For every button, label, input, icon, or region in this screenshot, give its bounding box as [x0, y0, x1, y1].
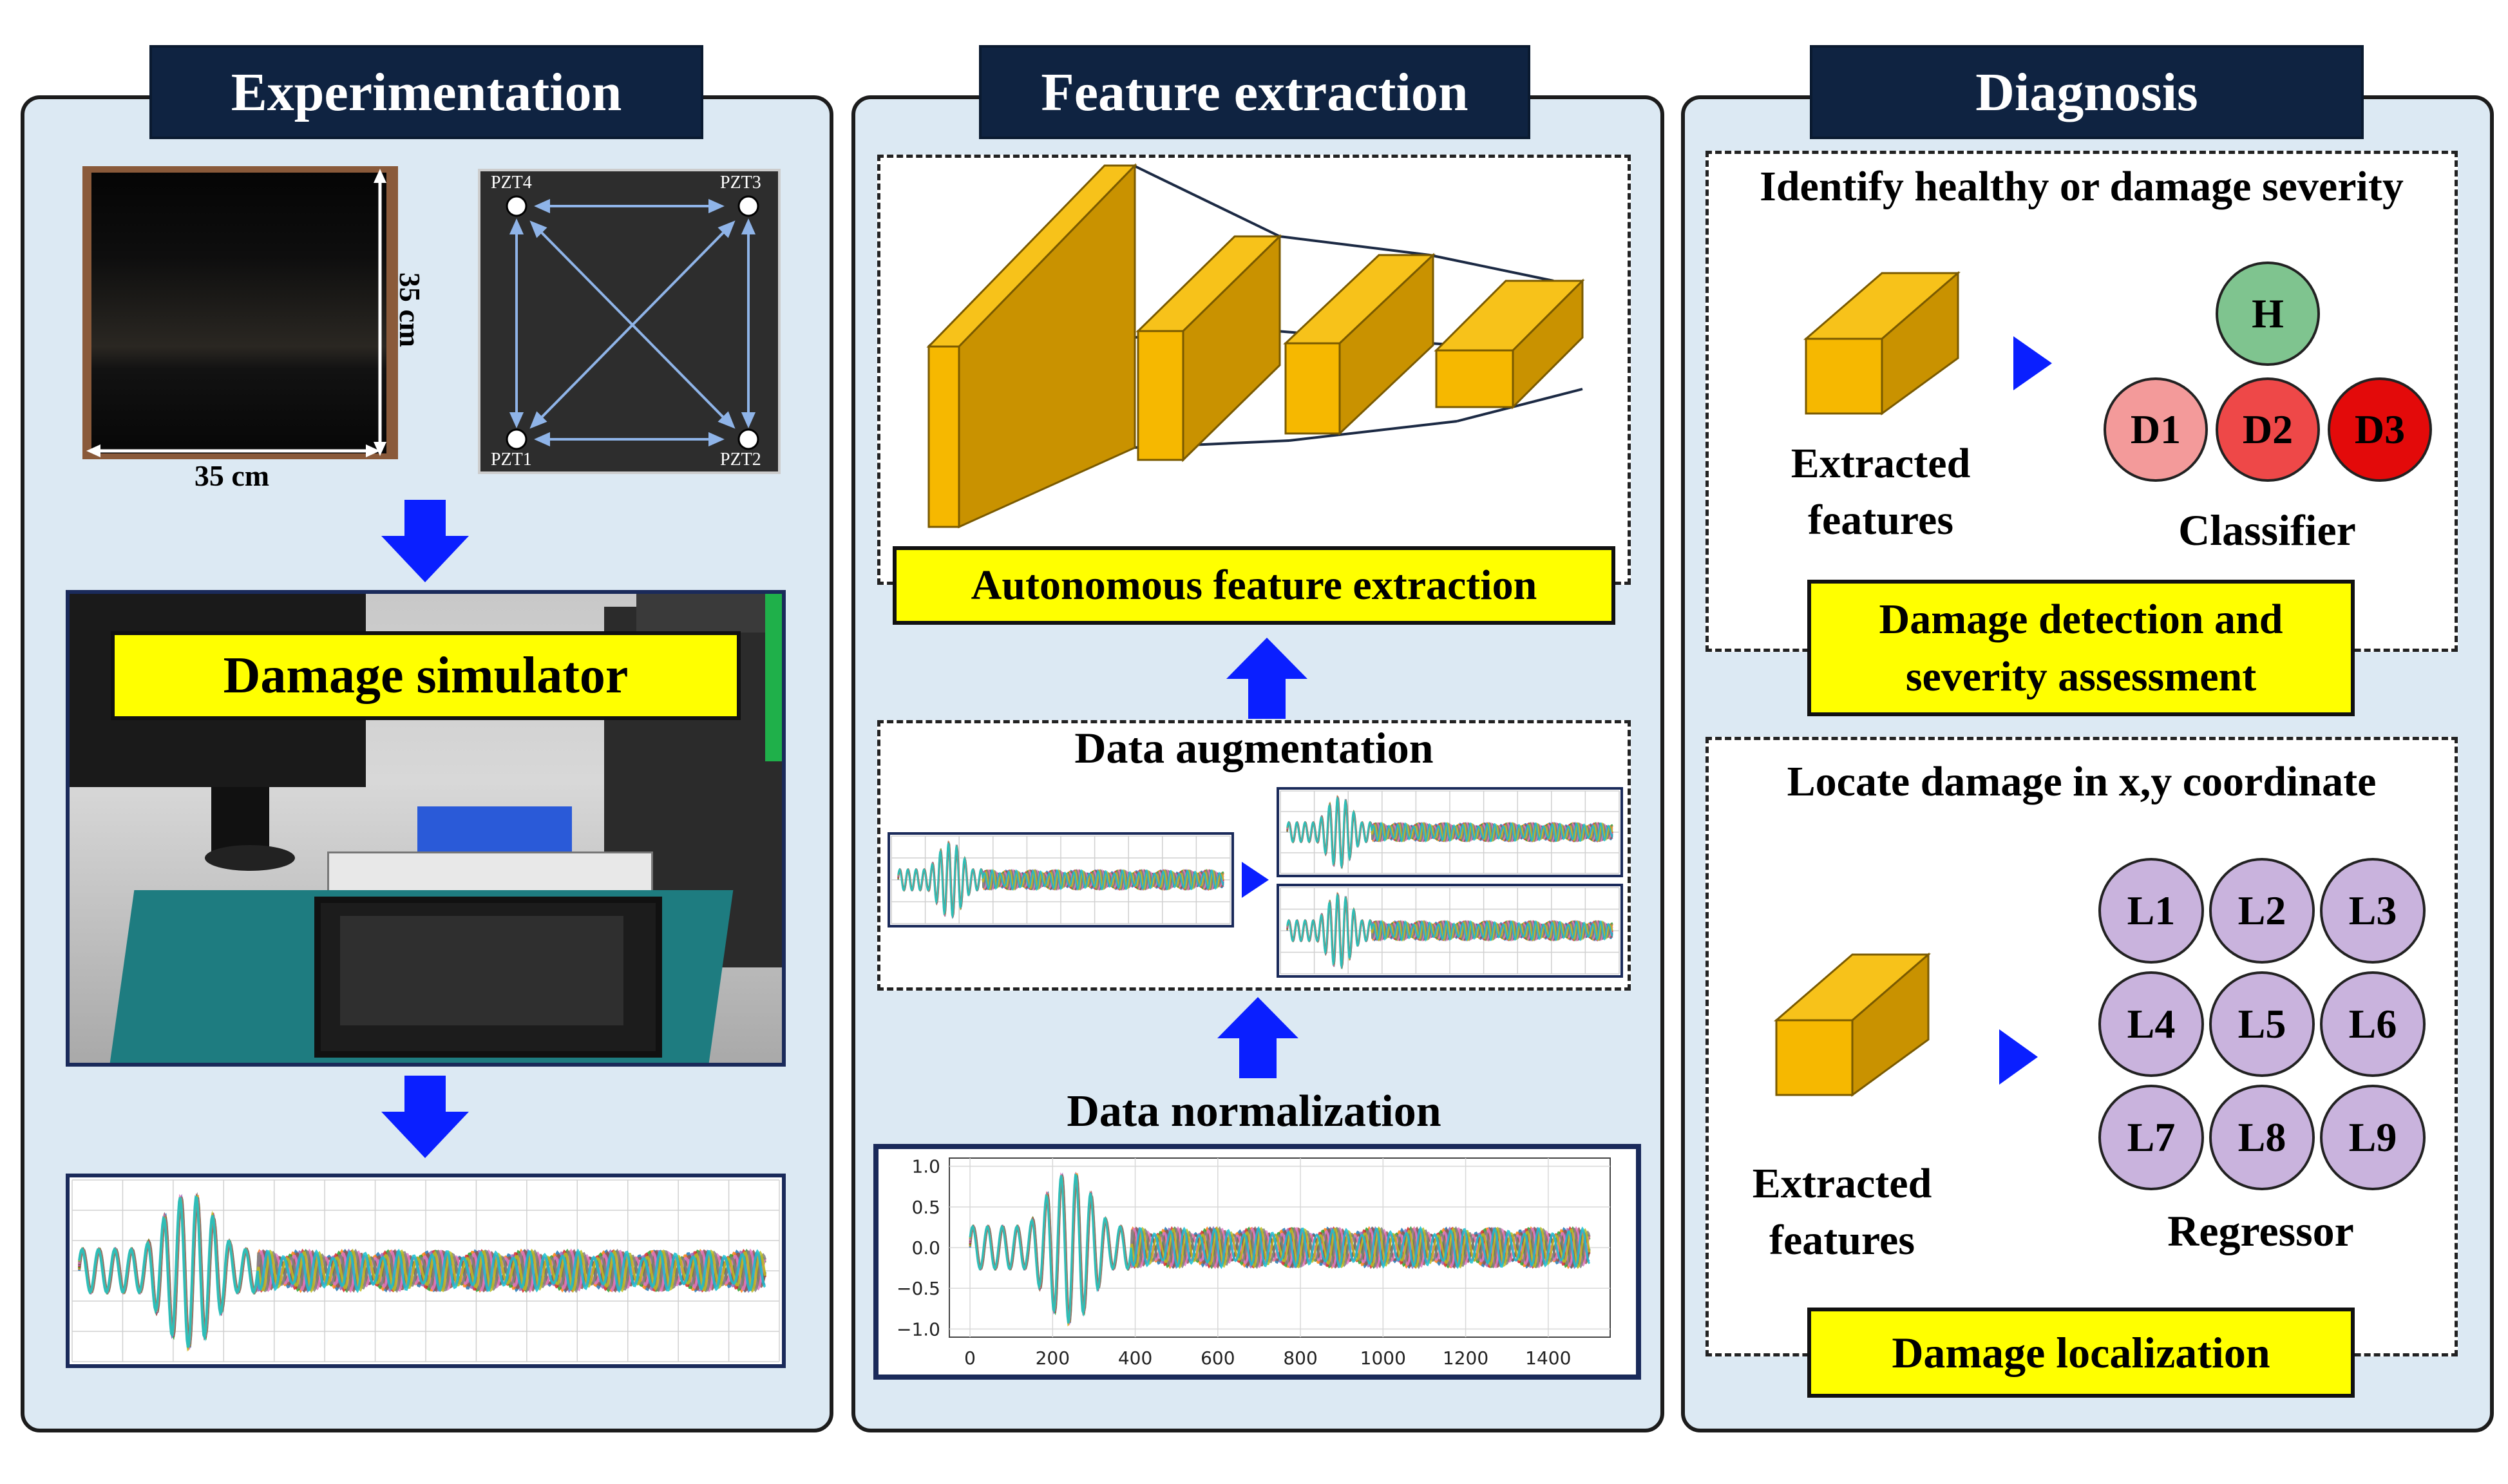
x-tick-label: 400 [1118, 1347, 1152, 1369]
data-augmentation-label: Data augmentation [1074, 723, 1434, 772]
waveform-trace [1286, 894, 1613, 969]
location-l2: L2 [2209, 858, 2315, 964]
feature-block-icon [1773, 952, 1932, 1097]
sensor-label-pzt3: PZT3 [720, 173, 761, 193]
play-arrow-icon [1242, 862, 1269, 898]
y-tick-label: 0.5 [911, 1197, 940, 1218]
y-tick-label: 1.0 [911, 1156, 940, 1177]
damage-detection-label-line2: severity assessment [1905, 653, 2257, 700]
class-d3: D3 [2328, 377, 2432, 482]
location-l7: L7 [2098, 1085, 2204, 1190]
regressor-label: Regressor [2167, 1206, 2354, 1255]
plate-dimension-horizontal: 35 cm [194, 459, 270, 492]
plate-dimension-vertical: 35 cm [394, 272, 426, 348]
play-arrow-icon [2013, 336, 2052, 390]
damage-detection-label: Damage detection and severity assessment [1807, 580, 2355, 716]
location-l5: L5 [2209, 971, 2315, 1077]
sensor-label-pzt2: PZT2 [720, 450, 761, 470]
extracted-features-label-top-line1: Extracted [1791, 440, 1971, 487]
sensor-label-pzt4: PZT4 [491, 173, 532, 193]
extracted-features-label-top-line2: features [1807, 497, 1954, 544]
plate-photo [82, 166, 398, 459]
augment-output-waveforms-2 [1280, 887, 1620, 975]
class-d1: D1 [2104, 377, 2208, 482]
raw-signal-waveforms [71, 1179, 780, 1362]
cnn-architecture-diagram [926, 163, 1585, 529]
location-l1: L1 [2098, 858, 2204, 964]
location-l6: L6 [2320, 971, 2426, 1077]
normalized-waveforms [969, 1171, 1591, 1327]
arrow-up-icon [1217, 997, 1298, 1078]
sensor-label-pzt1: PZT1 [491, 450, 532, 470]
waveform-trace [78, 1195, 766, 1348]
y-tick-label: 0.0 [911, 1237, 940, 1259]
location-l4: L4 [2098, 971, 2204, 1077]
location-l8: L8 [2209, 1085, 2315, 1190]
play-arrow-icon [1999, 1029, 2038, 1085]
damage-detection-label-line1: Damage detection and [1879, 595, 2283, 643]
x-tick-label: 1200 [1443, 1347, 1488, 1369]
classifier-label: Classifier [2178, 506, 2356, 555]
class-healthy: H [2216, 262, 2320, 366]
class-d2: D2 [2216, 377, 2320, 482]
arrow-up-icon [1226, 638, 1307, 719]
y-tick-label: −1.0 [897, 1318, 940, 1340]
x-tick-label: 200 [1036, 1347, 1070, 1369]
damage-localization-label: Damage localization [1807, 1308, 2355, 1398]
x-tick-label: 0 [964, 1347, 976, 1369]
autonomous-feature-extraction-label: Autonomous feature extraction [893, 546, 1615, 625]
experimentation-title: Experimentation [149, 45, 703, 139]
localization-heading: Locate damage in x,y coordinate [1787, 758, 2377, 805]
feature-extraction-title: Feature extraction [979, 45, 1530, 139]
x-tick-label: 600 [1201, 1347, 1235, 1369]
normalized-signal-axes: 1.0 0.5 0.0 −0.5 −1.0 0 200 400 600 800 1000 1200 14… [897, 1156, 1611, 1369]
damage-simulator-label: Damage simulator [111, 631, 741, 720]
y-tick-label: −0.5 [897, 1278, 940, 1299]
waveform-trace [969, 1173, 1591, 1324]
augment-output-waveforms-1 [1280, 790, 1620, 874]
extracted-features-label-bottom-line1: Extracted [1752, 1160, 1932, 1207]
arrow-down-icon [381, 1076, 469, 1158]
location-l9: L9 [2320, 1085, 2426, 1190]
data-normalization-label: Data normalization [1067, 1087, 1441, 1136]
x-tick-label: 800 [1283, 1347, 1317, 1369]
feature-block-icon [1803, 271, 1961, 415]
arrow-down-icon [381, 500, 469, 582]
x-tick-label: 1000 [1360, 1347, 1406, 1369]
location-l3: L3 [2320, 858, 2426, 964]
classification-heading: Identify healthy or damage severity [1760, 163, 2404, 210]
waveform-trace [1286, 797, 1613, 869]
augment-input-waveforms [891, 835, 1231, 924]
waveform-trace [897, 842, 1224, 919]
extracted-features-label-bottom-line2: features [1769, 1217, 1915, 1264]
sensor-paths [506, 195, 759, 450]
diagnosis-title: Diagnosis [1810, 45, 2364, 139]
x-tick-label: 1400 [1525, 1347, 1571, 1369]
